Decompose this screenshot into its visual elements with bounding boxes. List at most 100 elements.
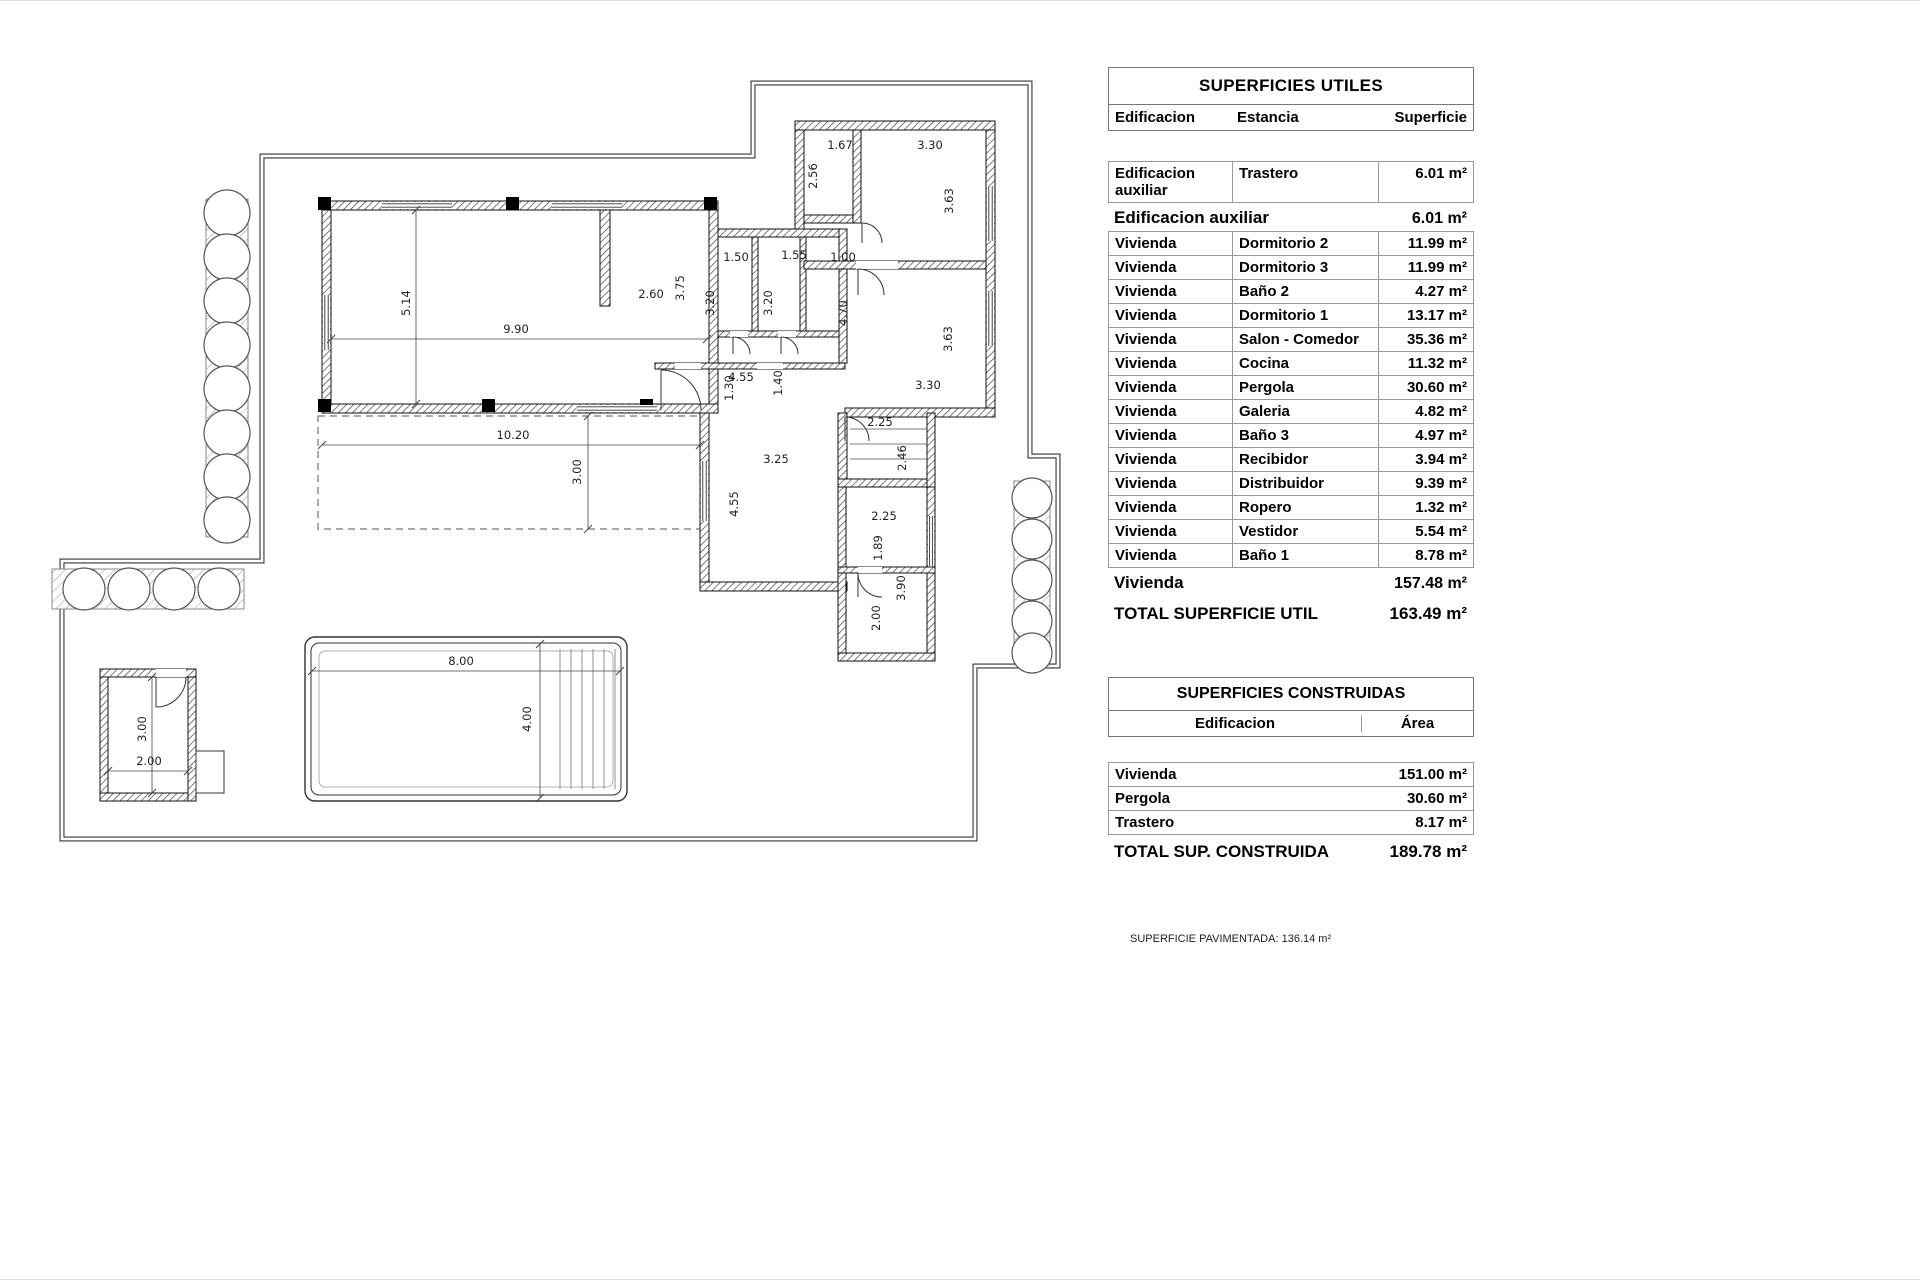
column-header-superficie: Superficie <box>1394 109 1467 126</box>
dimension-label: 10.20 <box>497 428 530 442</box>
dimension-label: 1.55 <box>781 248 807 262</box>
property-boundary <box>59 80 1061 842</box>
trastero-annex <box>195 750 225 794</box>
table-cell: Cocina <box>1233 352 1379 375</box>
dimension-label: 4.55 <box>728 370 754 384</box>
dimension-label: 3.75 <box>673 275 687 301</box>
table-cell: 4.82 m² <box>1415 403 1467 420</box>
table-cell: Vivienda <box>1109 520 1233 543</box>
dimension-label: 1.30 <box>722 375 736 401</box>
dimension-label: 4.55 <box>727 491 741 517</box>
subtotal-value: 157.48 m² <box>1394 575 1467 592</box>
table-row: Vivienda 151.00 m² <box>1108 762 1474 787</box>
total-value: 163.49 m² <box>1389 604 1468 623</box>
total-value: 189.78 m² <box>1389 842 1468 861</box>
table-cell: Vivienda <box>1109 376 1233 399</box>
swimming-pool <box>304 636 628 802</box>
table-cell: 11.99 m² <box>1407 235 1467 252</box>
table-cell: Vestidor <box>1233 520 1379 543</box>
table-cell: Baño 1 <box>1233 544 1379 567</box>
table-column-headers: Edificacion Área <box>1108 711 1474 737</box>
subtotal-row-vivienda: Vivienda 157.48 m² <box>1108 568 1474 597</box>
total-row: TOTAL SUPERFICIE UTIL 163.49 m² <box>1108 597 1474 631</box>
table-cell: 13.17 m² <box>1406 307 1467 324</box>
table-cell: 5.54 m² <box>1415 523 1467 540</box>
column-header-estancia: Estancia <box>1237 109 1299 126</box>
dimension-label: 8.00 <box>448 654 474 668</box>
total-label: TOTAL SUP. CONSTRUIDA <box>1114 842 1330 861</box>
table-cell: Vivienda <box>1109 328 1233 351</box>
dimension-label: 9.90 <box>503 322 529 336</box>
table-cell: 8.78 m² <box>1415 547 1467 564</box>
table-cell: Vivienda <box>1115 766 1177 783</box>
table-cell: 9.39 m² <box>1415 475 1467 492</box>
table-cell: Vivienda <box>1109 304 1233 327</box>
dimension-label: 3.63 <box>942 188 956 214</box>
dimension-label: 2.00 <box>869 605 883 631</box>
table-title: SUPERFICIES UTILES <box>1108 67 1474 105</box>
table-cell: Dormitorio 2 <box>1233 232 1379 255</box>
dimension-label: 2.25 <box>871 509 897 523</box>
dimension-label: 3.30 <box>915 378 941 392</box>
dimension-label: 4.00 <box>520 706 534 732</box>
table-cell: 1.32 m² <box>1415 499 1467 516</box>
table-cell: 151.00 m² <box>1398 766 1467 783</box>
table-cell: Vivienda <box>1109 400 1233 423</box>
table-cell: 11.99 m² <box>1407 259 1467 276</box>
dimension-label: 2.46 <box>895 445 909 471</box>
dimension-label: 3.00 <box>570 459 584 485</box>
dimension-label: 2.60 <box>638 287 664 301</box>
dimension-label: 5.14 <box>399 290 413 316</box>
total-row: TOTAL SUP. CONSTRUIDA 189.78 m² <box>1108 835 1474 869</box>
table-cell: Salon - Comedor <box>1233 328 1379 351</box>
dimension-label: 1.89 <box>871 535 885 561</box>
table-cell: Vivienda <box>1109 280 1233 303</box>
table-cell: Trastero <box>1115 814 1175 831</box>
table-cell: Dormitorio 1 <box>1233 304 1379 327</box>
table-cell: Vivienda <box>1109 256 1233 279</box>
column-header-edificacion: Edificacion <box>1194 715 1276 732</box>
table-column-headers: Edificacion Estancia Superficie <box>1108 105 1474 131</box>
subtotal-label: Vivienda <box>1114 573 1184 592</box>
dimension-label: 2.56 <box>806 163 820 189</box>
dimension-label: 3.20 <box>703 290 717 316</box>
dimension-label: 1.00 <box>830 250 856 264</box>
table-cell: Trastero <box>1233 162 1379 202</box>
table-cell: Vivienda <box>1109 472 1233 495</box>
superficies-utiles-table: SUPERFICIES UTILES Edificacion Estancia … <box>1108 67 1474 631</box>
table-cell: Vivienda <box>1109 352 1233 375</box>
subtotal-value: 6.01 m² <box>1411 210 1467 227</box>
dimension-label: 2.25 <box>867 415 893 429</box>
dimension-label: 3.00 <box>135 716 149 742</box>
table-title: SUPERFICIES CONSTRUIDAS <box>1108 677 1474 711</box>
dimension-label: 4.70 <box>836 300 850 326</box>
dimension-label: 1.50 <box>723 250 749 264</box>
table-cell: 8.17 m² <box>1415 814 1467 831</box>
subtotal-row-aux: Edificacion auxiliar 6.01 m² <box>1108 203 1474 232</box>
table-cell: Distribuidor <box>1233 472 1379 495</box>
column-header-area: Área <box>1361 715 1473 732</box>
table-cell: Edificacion auxiliar <box>1109 162 1233 202</box>
column-header-edificacion: Edificacion <box>1115 109 1196 126</box>
galeria-steps <box>850 428 927 460</box>
table-cell: Vivienda <box>1109 448 1233 471</box>
table-cell: Galeria <box>1233 400 1379 423</box>
table-cell: Pergola <box>1233 376 1379 399</box>
windows <box>156 186 994 677</box>
footnote: SUPERFICIE PAVIMENTADA: 136.14 m² <box>1130 933 1332 945</box>
table-cell: Baño 2 <box>1233 280 1379 303</box>
table-cell: 35.36 m² <box>1406 331 1467 348</box>
